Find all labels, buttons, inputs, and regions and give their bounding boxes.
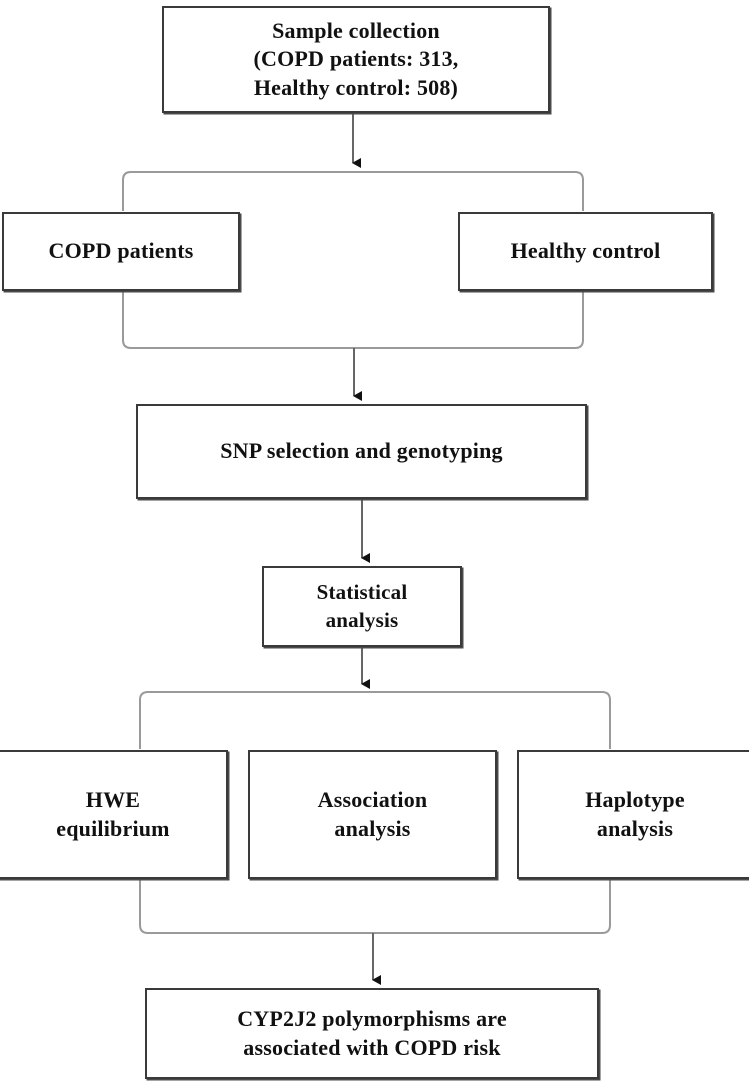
node-haplotype-analysis-label: Haplotype analysis bbox=[585, 786, 685, 841]
node-association-analysis-label: Association analysis bbox=[317, 786, 428, 841]
split-bracket-groups bbox=[122, 171, 584, 211]
node-snp-selection-label: SNP selection and genotyping bbox=[220, 438, 503, 464]
node-sample-collection[interactable]: Sample collection (COPD patients: 313, H… bbox=[162, 6, 550, 113]
node-healthy-control[interactable]: Healthy control bbox=[458, 212, 713, 291]
node-statistical-analysis-label: Statistical analysis bbox=[316, 580, 408, 632]
node-sample-collection-label: Sample collection (COPD patients: 313, H… bbox=[253, 17, 459, 100]
node-conclusion-label: CYP2J2 polymorphisms are associated with… bbox=[237, 1005, 507, 1060]
node-copd-patients-label: COPD patients bbox=[48, 238, 194, 264]
edge-groups-to-snp bbox=[122, 292, 584, 401]
edge-sample-to-groups bbox=[122, 113, 584, 211]
node-association-analysis[interactable]: Association analysis bbox=[248, 750, 497, 879]
node-haplotype-analysis[interactable]: Haplotype analysis bbox=[517, 750, 749, 879]
node-snp-selection[interactable]: SNP selection and genotyping bbox=[136, 404, 587, 499]
node-conclusion[interactable]: CYP2J2 polymorphisms are associated with… bbox=[145, 988, 599, 1079]
merge-bracket-analyses bbox=[139, 880, 611, 934]
node-hwe-equilibrium[interactable]: HWE equilibrium bbox=[0, 750, 228, 879]
node-copd-patients[interactable]: COPD patients bbox=[2, 212, 240, 291]
merge-bracket-groups bbox=[122, 292, 584, 349]
edge-analyses-to-conclusion bbox=[139, 880, 611, 985]
split-bracket-analyses bbox=[139, 691, 611, 749]
edge-statistical-to-analyses bbox=[139, 648, 611, 749]
node-hwe-equilibrium-label: HWE equilibrium bbox=[56, 786, 170, 841]
node-statistical-analysis[interactable]: Statistical analysis bbox=[262, 566, 462, 647]
node-healthy-control-label: Healthy control bbox=[510, 238, 661, 264]
